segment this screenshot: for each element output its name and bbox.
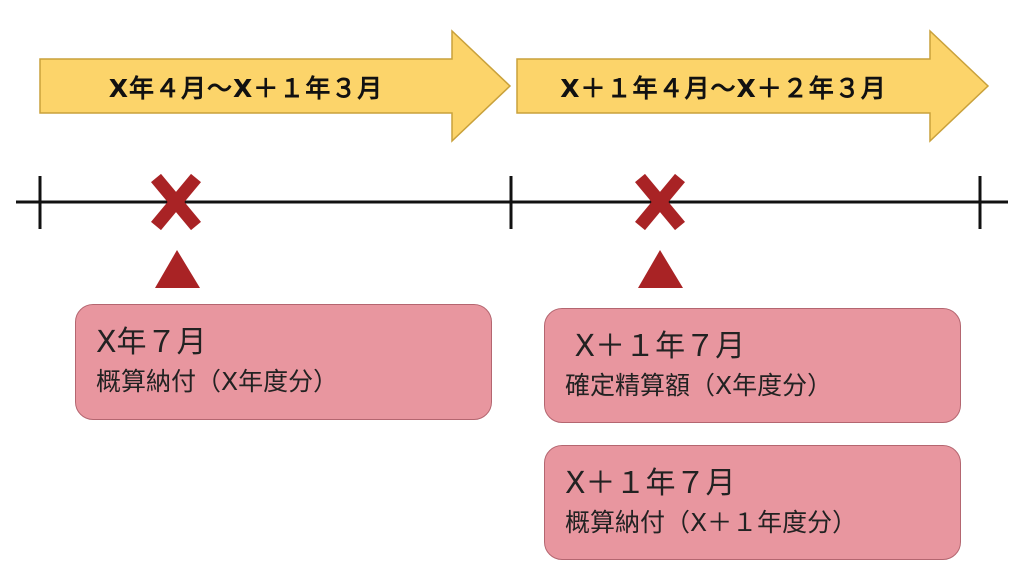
event-description: 確定精算額（X年度分） [565,370,833,400]
period-label-2: X＋１年４月～X＋２年３月 [560,74,887,103]
event-box-2: X＋１年７月 確定精算額（X年度分） [544,308,961,423]
triangle-up-icon [638,250,683,288]
period-label-1: X年４月～X＋１年３月 [108,74,384,103]
cross-icon [635,173,685,231]
event-date: X＋１年７月 [565,465,736,501]
triangle-up-icon [155,250,200,288]
period-arrow-2 [516,29,990,143]
event-box-1: X年７月 概算納付（X年度分） [75,304,492,420]
cross-icon [151,173,201,231]
event-description: 概算納付（X年度分） [96,367,339,396]
period-arrow-1 [39,29,512,143]
event-date: X＋１年７月 [565,328,746,364]
event-box-3: X＋１年７月 概算納付（X＋１年度分） [544,445,961,560]
event-date: X年７月 [96,325,207,360]
event-description: 概算納付（X＋１年度分） [565,507,858,537]
